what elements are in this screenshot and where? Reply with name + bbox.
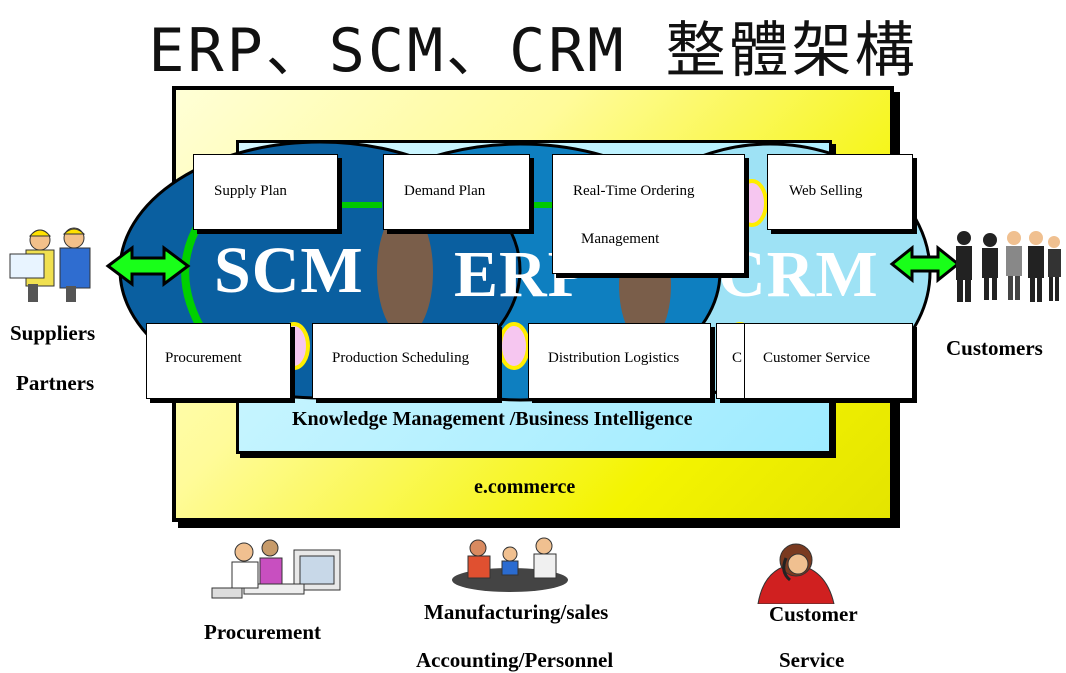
distribution-logistics-card: Distribution Logistics: [528, 323, 711, 399]
scm-erp-overlap: [377, 208, 433, 336]
dept-service-label: Service: [779, 648, 845, 672]
scm-green-arc: [181, 219, 209, 338]
customer-service-card-label: Customer Service: [763, 350, 871, 366]
scm-label: SCM: [214, 234, 364, 307]
telephone-operator-icon: [757, 543, 835, 604]
suppliers-figures-icon: [9, 227, 91, 302]
meeting-icon: [452, 537, 568, 592]
demand-plan-card: Demand Plan: [383, 154, 530, 230]
web-selling-label: Web Selling: [789, 183, 863, 199]
real-time-ordering-label: Real-Time Ordering: [573, 183, 695, 199]
dept-customer-label: Customer: [769, 602, 858, 626]
customers-label: Customers: [946, 336, 1043, 360]
procurement-card-label: Procurement: [165, 350, 242, 366]
demand-plan-label: Demand Plan: [404, 183, 486, 199]
dept-procurement-label: Procurement: [204, 620, 322, 644]
suppliers-label: Suppliers: [10, 321, 96, 345]
customers-figures-icon: [956, 231, 1061, 302]
knowledge-label: Knowledge Management /Business Intellige…: [292, 408, 693, 430]
web-selling-card: Web Selling: [767, 154, 913, 230]
management-label: Management: [581, 231, 660, 247]
procurement-card: Procurement: [146, 323, 291, 399]
procurement-office-icon: [211, 539, 341, 599]
hidden-c-label: C: [732, 350, 743, 366]
production-scheduling-card: Production Scheduling: [312, 323, 498, 399]
real-time-ordering-card: Real-Time Ordering Management: [552, 154, 745, 274]
ecommerce-label: e.commerce: [474, 476, 576, 498]
suppliers-arrow: [105, 245, 191, 287]
dept-accounting-label: Accounting/Personnel: [416, 648, 614, 672]
dept-manufacturing-label: Manufacturing/sales: [424, 600, 609, 624]
supply-plan-card: Supply Plan: [193, 154, 338, 230]
distribution-logistics-label: Distribution Logistics: [548, 350, 680, 366]
page-title: ERP、SCM、CRM 整體架構: [148, 16, 918, 86]
supply-plan-label: Supply Plan: [214, 183, 287, 199]
partners-label: Partners: [16, 371, 95, 395]
customer-service-card: Customer Service: [744, 323, 913, 399]
production-scheduling-label: Production Scheduling: [332, 350, 470, 366]
